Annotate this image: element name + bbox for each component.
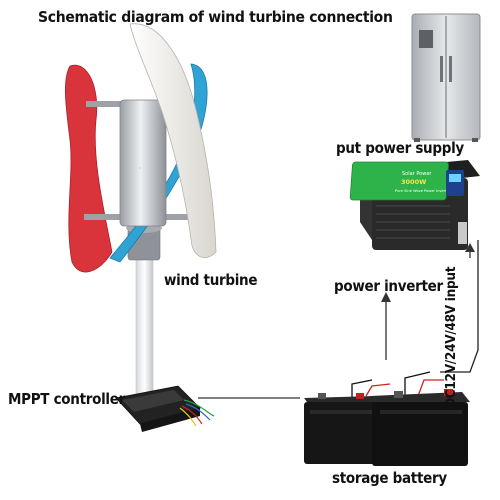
svg-text:·: · — [136, 167, 145, 170]
power-supply-label: put power supply — [336, 139, 464, 157]
inverter-brand: Solar Power — [402, 171, 432, 177]
dc-input-label: DC12V/24V/48V input — [443, 266, 459, 408]
inverter-rating: 3000W — [401, 178, 426, 186]
battery-left — [304, 393, 382, 464]
storage-battery-label: storage battery — [332, 469, 447, 487]
mppt-controller — [115, 385, 215, 432]
wind-turbine: · — [64, 23, 217, 399]
turbine-blade-white — [129, 23, 217, 259]
mppt-controller-label: MPPT controller — [8, 390, 125, 408]
storage-battery — [304, 389, 470, 466]
wind-turbine-label: wind turbine — [164, 271, 258, 289]
diagram-title: Schematic diagram of wind turbine connec… — [38, 8, 393, 26]
turbine-blade-red — [64, 64, 113, 273]
turbine-pole — [135, 257, 154, 399]
battery-right — [370, 389, 470, 466]
power-inverter: Solar Power 3000W Pure Sine Wave Power I… — [349, 160, 480, 250]
power-inverter-label: power inverter — [334, 277, 443, 295]
refrigerator — [411, 13, 481, 142]
connection-lines — [145, 240, 479, 399]
inverter-subtitle: Pure Sine Wave Power Inverter — [395, 189, 451, 193]
turbine-generator — [119, 99, 167, 227]
